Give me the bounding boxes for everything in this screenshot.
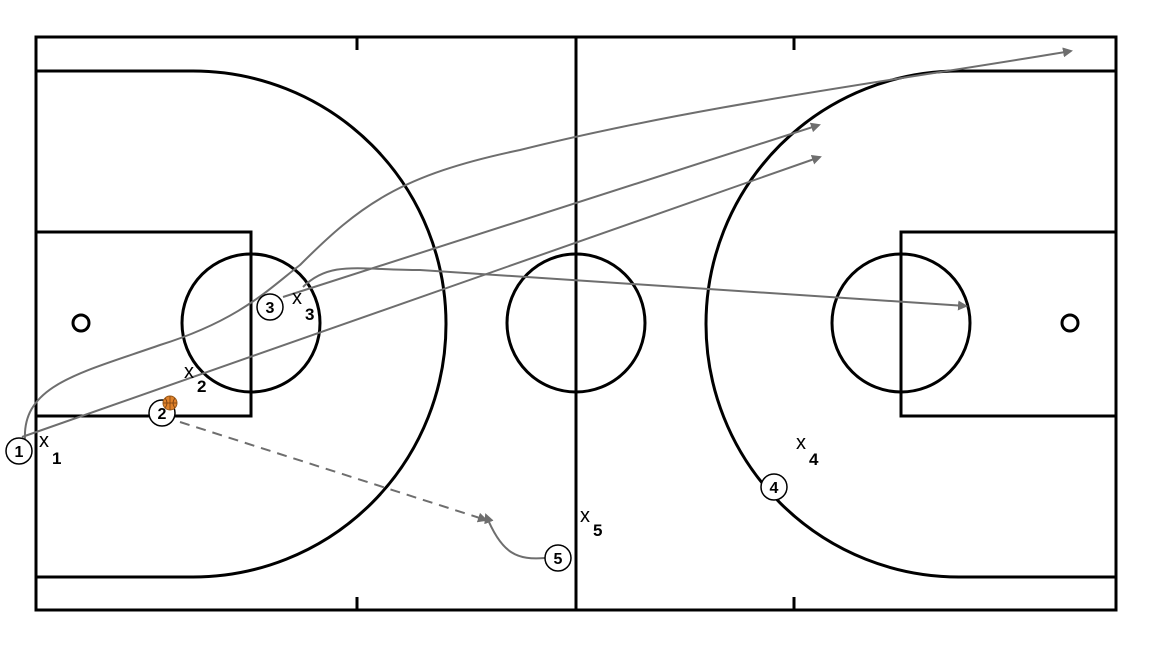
right-paint [899, 230, 1118, 418]
left-paint [34, 230, 253, 418]
left-rim [71, 313, 91, 333]
cut-arrow-player-1-far-wing [23, 47, 1073, 441]
right-free-throw-circle [830, 252, 972, 394]
offense-player-3[interactable]: 3 [256, 293, 284, 321]
defender-4[interactable]: x 4 [796, 432, 819, 469]
player-label: 4 [770, 480, 779, 497]
right-rim [1060, 313, 1080, 333]
defender-mark: x [184, 361, 194, 383]
offense-player-4[interactable]: 4 [760, 473, 788, 501]
player-circle [5, 437, 33, 465]
defender-number: 2 [197, 377, 206, 396]
defender-mark: x [796, 432, 806, 454]
cut-arrow-player-5 [484, 513, 546, 560]
defense-players: x 1 x 2 x 3 x 4 x 5 [39, 287, 819, 540]
offense-player-1[interactable]: 1 [5, 437, 33, 465]
defender-mark: x [292, 287, 302, 309]
right-three-point-line [704, 69, 1116, 579]
defender-mark: x [580, 505, 590, 527]
cut-arrow-player-3-basket [302, 267, 968, 311]
defender-5[interactable]: x 5 [580, 505, 602, 540]
player-label: 5 [554, 551, 563, 568]
left-free-throw-circle [180, 252, 322, 394]
player-label: 2 [158, 406, 167, 423]
defender-1[interactable]: x 1 [39, 430, 61, 468]
cut-arrow-player-3-wing [282, 122, 821, 298]
defender-2[interactable]: x 2 [184, 361, 206, 396]
defender-number: 3 [305, 305, 314, 324]
left-three-point-line [36, 69, 448, 579]
actions [21, 47, 1073, 560]
offense-players: 1 2 3 4 5 [5, 293, 788, 572]
basketball-icon [162, 395, 178, 411]
player-label: 3 [266, 300, 275, 317]
defender-number: 4 [809, 450, 819, 469]
pass-arrow-2-to-5 [179, 421, 488, 523]
defender-number: 5 [593, 521, 602, 540]
court [34, 35, 1118, 612]
player-circle [544, 544, 572, 572]
player-label: 1 [15, 444, 24, 461]
defender-number: 1 [52, 449, 61, 468]
center-circle [505, 252, 647, 394]
defender-3[interactable]: x 3 [292, 287, 314, 324]
offense-player-2[interactable]: 2 [148, 395, 178, 427]
cut-arrow-player-1-wing [21, 154, 822, 438]
defender-mark: x [39, 430, 49, 452]
offense-player-5[interactable]: 5 [544, 544, 572, 572]
player-circle [256, 293, 284, 321]
player-circle [760, 473, 788, 501]
